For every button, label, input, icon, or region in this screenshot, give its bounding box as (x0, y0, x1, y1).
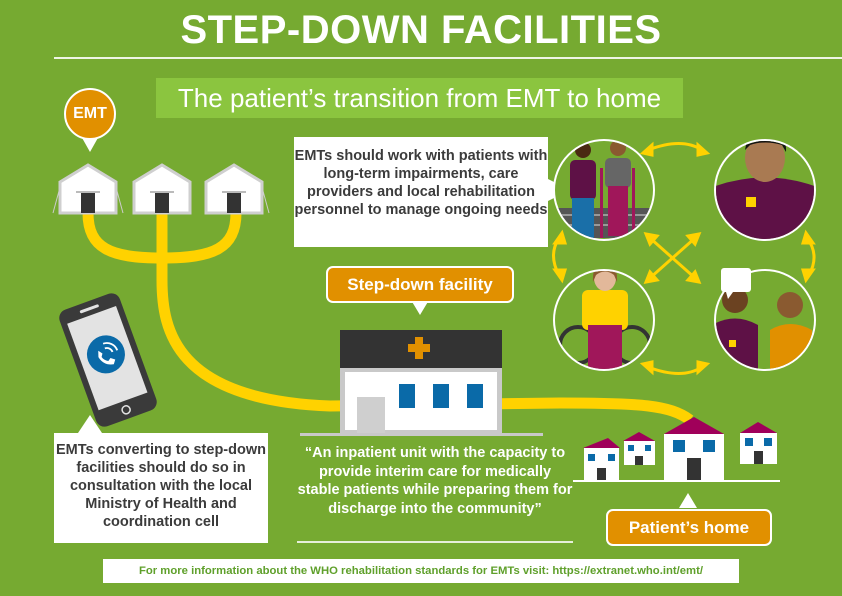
hospital-building-icon (300, 330, 543, 436)
house-icon (623, 432, 655, 465)
house-icon (583, 438, 620, 481)
phone-call-icon (59, 293, 157, 427)
footer-link[interactable]: For more information about the WHO rehab… (103, 559, 739, 583)
patient-with-crutches-icon (553, 139, 655, 241)
transition-path (82, 212, 694, 425)
ministry-consultation-callout: EMTs converting to step-down facilities … (54, 433, 268, 543)
emt-tent-icon (52, 163, 124, 215)
health-worker-icon (714, 139, 816, 241)
badge-pointer (411, 300, 429, 315)
definition-quote: “An inpatient unit with the capacity to … (297, 445, 573, 517)
ground-line (573, 480, 780, 482)
bidirectional-arrow-icon (552, 141, 816, 376)
emt-tent-icon (132, 163, 192, 215)
house-icon (664, 417, 724, 481)
badge-pointer (679, 493, 697, 508)
page-subtitle: The patient’s transition from EMT to hom… (156, 78, 683, 118)
page-title: STEP-DOWN FACILITIES (180, 8, 662, 52)
badge-pointer (81, 136, 99, 152)
house-icon (740, 422, 777, 464)
wheelchair-user-icon (553, 269, 655, 371)
patients-home-label: Patient’s home (606, 509, 772, 546)
emt-collaboration-callout: EMTs should work with patients with long… (294, 137, 548, 247)
callout-pointer (78, 415, 102, 433)
emt-tent-icon (204, 163, 270, 215)
speech-bubble-icon (721, 268, 751, 299)
step-down-facility-label: Step-down facility (326, 266, 514, 303)
title-divider (54, 57, 842, 59)
emt-badge: EMT (64, 88, 116, 140)
quote-divider (297, 541, 573, 543)
